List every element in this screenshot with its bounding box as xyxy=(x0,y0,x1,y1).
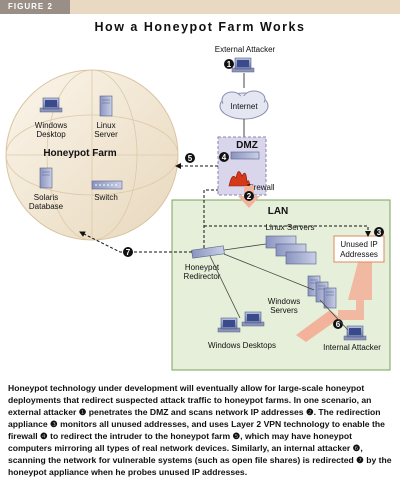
step-2-number: 2 xyxy=(247,192,252,201)
farm-windows-label: Windows xyxy=(35,121,67,130)
step-2-badge xyxy=(244,191,254,201)
unused-ip-label: Unused IP xyxy=(340,240,377,249)
farm-linux-label: Linux xyxy=(96,121,115,130)
farm-solaris-label: Solaris xyxy=(34,193,58,202)
external-attacker-icon xyxy=(231,57,255,73)
honeypot-diagram: Windows Desktop Linux Server Honeypot Fa… xyxy=(5,45,391,371)
windows-label: Windows xyxy=(268,297,300,306)
step-7-badge xyxy=(123,247,133,257)
farm-server-label: Server xyxy=(94,130,118,139)
redirect-paths xyxy=(79,163,371,253)
step-5-number: 5 xyxy=(188,154,193,163)
step-1-badge xyxy=(224,59,234,69)
farm-switch-label: Switch xyxy=(94,193,118,202)
linux-servers-label: Linux Servers xyxy=(266,223,315,232)
honeypot-farm-label: Honeypot Farm xyxy=(43,148,116,159)
step-6-number: 6 xyxy=(336,320,341,329)
lan-network-links xyxy=(209,243,349,331)
farm-desktop-label: Desktop xyxy=(36,130,66,139)
dmz-router-icon xyxy=(230,151,260,160)
internet-label: Internet xyxy=(230,102,258,111)
internal-redirect-arrow xyxy=(338,262,372,320)
lan-label: LAN xyxy=(268,206,289,217)
caption-text: Honeypot technology under development wi… xyxy=(8,383,392,477)
unused-ip-box xyxy=(333,235,385,263)
figure-label: FIGURE 2 xyxy=(0,0,70,14)
step-5-badge xyxy=(185,153,195,163)
diagram-title: How a Honeypot Farm Works xyxy=(94,20,306,34)
external-attacker-label: External Attacker xyxy=(215,45,276,54)
honeypot-farm-globe xyxy=(5,69,179,241)
farm-switch-icon xyxy=(91,180,123,190)
internal-attacker-icon xyxy=(343,325,367,341)
step-4-badge xyxy=(219,152,229,162)
dmz-zone xyxy=(217,136,267,196)
firewall-label: Firewall xyxy=(247,183,275,192)
step-4-number: 4 xyxy=(222,153,227,162)
step-3-badge xyxy=(374,227,384,237)
internal-attacker-label: Internal Attacker xyxy=(323,343,381,352)
step-7-number: 7 xyxy=(126,248,131,257)
servers-label: Servers xyxy=(270,306,298,315)
internet-cloud xyxy=(219,90,269,120)
honeypot-label: Honeypot xyxy=(185,263,220,272)
step-1-number: 1 xyxy=(227,60,232,69)
addresses-label: Addresses xyxy=(340,250,378,259)
farm-database-label: Database xyxy=(29,202,64,211)
honeypot-redirector-icon xyxy=(191,245,225,259)
redirector-label: Redirector xyxy=(184,272,221,281)
dmz-label: DMZ xyxy=(236,140,258,151)
farm-linux-server-icon xyxy=(99,95,113,117)
internal-attack-arrow xyxy=(296,310,340,342)
linux-servers-icon xyxy=(265,235,317,265)
step-3-number: 3 xyxy=(377,228,382,237)
windows-desktops-label: Windows Desktops xyxy=(208,341,276,350)
farm-windows-desktop-icon xyxy=(39,97,63,113)
farm-solaris-database-icon xyxy=(39,167,53,189)
firewall-icon xyxy=(228,171,251,187)
figure-tab: FIGURE 2 xyxy=(0,0,400,14)
